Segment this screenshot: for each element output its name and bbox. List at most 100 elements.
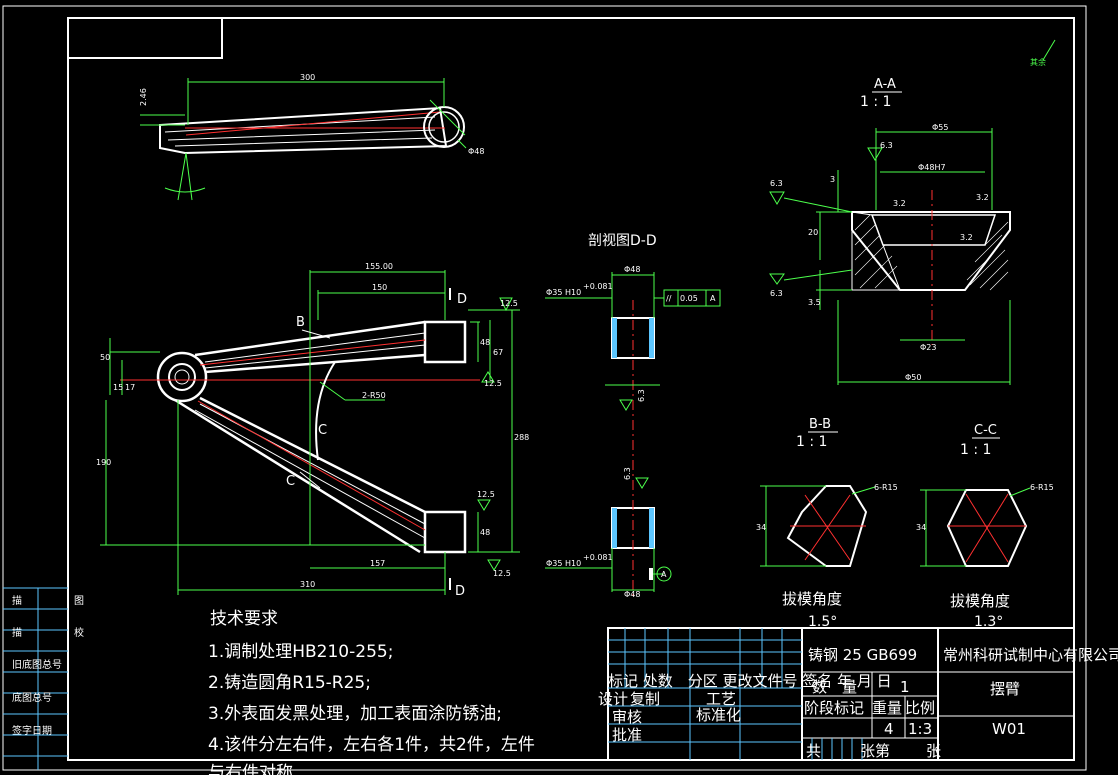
bb-h: 34 xyxy=(756,523,766,532)
tb-scale-label: 比例 xyxy=(905,699,935,717)
aa-rough-a: 6.3 xyxy=(880,141,893,150)
dim-thickness: 2.46 xyxy=(139,88,148,106)
bb-draft-value: 1.5° xyxy=(808,614,837,630)
aa-d50: Φ50 xyxy=(905,373,921,382)
cc-r: 6-R15 xyxy=(1030,483,1054,492)
top-view: 300 2.46 Φ48 xyxy=(139,73,484,201)
rough-3: 12.5 xyxy=(477,490,495,499)
dim-150: 150 xyxy=(372,283,387,292)
dim-288: 288 xyxy=(514,433,529,442)
dim-67: 67 xyxy=(493,348,503,357)
dim-r50: 2-R50 xyxy=(362,391,386,400)
dd-tol-bottom: +0.081 xyxy=(583,553,613,562)
tb-material: 铸钢 25 GB699 xyxy=(808,646,917,664)
dd-dia-top: Φ48 xyxy=(624,265,640,274)
cc-draft-value: 1.3° xyxy=(974,614,1003,630)
dim-157: 157 xyxy=(370,559,385,568)
aa-c32c: 3.2 xyxy=(960,233,973,242)
tech-item-3: 3.外表面发黑处理，加工表面涂防锈油; xyxy=(208,704,502,724)
tb-stage-label: 阶段标记 xyxy=(804,699,864,717)
tb-drawing-no: W01 xyxy=(992,720,1026,738)
side-trace: 描 xyxy=(12,626,22,639)
tb-scale-value: 1:3 xyxy=(908,720,932,738)
aa-rough-b: 6.3 xyxy=(770,179,783,188)
label-c2: C xyxy=(286,474,295,489)
dd-tol-top: +0.081 xyxy=(583,282,613,291)
tb-review-label: 复制 xyxy=(630,690,660,708)
tb-quantity: 1 xyxy=(900,678,910,696)
tech-item-1: 1.调制处理HB210-255; xyxy=(208,642,393,662)
section-dd: 剖视图D-D Φ48 Φ35 H10 +0.081 // 0.05 A 6.3 … xyxy=(545,233,721,600)
tb-design-label: 设计 xyxy=(598,690,628,708)
dd-rough-1: 6.3 xyxy=(637,389,646,402)
dim-48b: 48 xyxy=(480,528,490,537)
dd-dia-bottom: Φ48 xyxy=(624,590,640,599)
tb-rev-header: 标记 处数 分区 更改文件号 签名 年 月 日 xyxy=(608,672,892,690)
dd-rough-2: 6.3 xyxy=(623,467,632,480)
tech-heading: 技术要求 xyxy=(210,609,278,629)
dim-48a: 48 xyxy=(480,338,490,347)
bb-r: 6-R15 xyxy=(874,483,898,492)
side-base: 底图总号 xyxy=(12,691,52,704)
cc-scale: 1 : 1 xyxy=(960,442,991,458)
side-block-labels: 描 图 描 校 旧底图总号 底图总号 签字日期 xyxy=(12,594,84,737)
tb-sheet-label: 张 xyxy=(926,742,941,760)
tb-std-label: 标准化 xyxy=(696,706,741,724)
dim-310: 310 xyxy=(300,580,315,589)
aa-h20: 20 xyxy=(808,228,818,237)
tech-item-5: 与右件对称 xyxy=(208,763,293,775)
dd-fit-top: Φ35 H10 xyxy=(546,288,581,297)
tech-item-2: 2.铸造圆角R15-R25; xyxy=(208,673,371,693)
tb-part-name: 摆臂 xyxy=(990,680,1020,698)
inner-frame xyxy=(67,17,1075,761)
tb-process-label: 工艺 xyxy=(706,690,736,708)
tb-check-label: 审核 xyxy=(612,708,642,726)
tech-requirements: 技术要求 1.调制处理HB210-255; 2.铸造圆角R15-R25; 3.外… xyxy=(208,609,535,775)
dd-gdt-sym: // xyxy=(666,294,672,303)
tb-quantity-label: 数 量 xyxy=(812,678,857,696)
aa-h3: 3 xyxy=(830,175,835,184)
dd-fit-bottom: Φ35 H10 xyxy=(546,559,581,568)
label-c1: C xyxy=(318,423,327,438)
side-draw: 描 xyxy=(12,594,22,607)
outer-frame xyxy=(2,5,1087,771)
rough-2: 12.5 xyxy=(484,379,502,388)
corner-box xyxy=(67,17,223,59)
dim-bore: Φ48 xyxy=(468,147,484,156)
title-block: 铸钢 25 GB699 常州科研试制中心有限公司 摆臂 W01 数 量 1 阶段… xyxy=(598,627,1118,761)
cc-title: C-C xyxy=(974,423,997,438)
label-d2: D xyxy=(455,584,465,599)
dim-155: 155.00 xyxy=(365,262,393,271)
side-draw-2: 图 xyxy=(74,595,84,607)
tb-sheets-label: 张第 xyxy=(860,742,890,760)
section-aa: A-A 1 : 1 Φ55 Φ48H7 Φ50 Φ23 20 3.5 xyxy=(769,77,1011,385)
dd-datum: A xyxy=(661,570,667,579)
tb-stage-value: 4 xyxy=(884,720,894,738)
rough-4: 12.5 xyxy=(493,569,511,578)
dim-17: 17 xyxy=(125,383,135,392)
tb-company: 常州科研试制中心有限公司 xyxy=(943,646,1118,664)
dim-15: 15 xyxy=(113,383,123,392)
side-old-base: 旧底图总号 xyxy=(12,658,62,671)
aa-d48: Φ48H7 xyxy=(918,163,946,172)
tb-weight-label: 重量 xyxy=(872,699,902,717)
aa-scale: 1 : 1 xyxy=(860,94,891,110)
aa-c32b: 3.2 xyxy=(976,193,989,202)
bb-title: B-B xyxy=(809,417,831,432)
dim-300: 300 xyxy=(300,73,315,82)
dd-gdt-ref: A xyxy=(710,294,716,303)
corner-mark: 其余 xyxy=(1030,57,1046,67)
bb-draft-label: 拔模角度 xyxy=(782,590,842,608)
aa-d55: Φ55 xyxy=(932,123,948,132)
dim-190: 190 xyxy=(96,458,111,467)
label-b: B xyxy=(296,315,305,330)
aa-h35: 3.5 xyxy=(808,298,821,307)
dd-gdt-val: 0.05 xyxy=(680,294,698,303)
side-sign-date: 签字日期 xyxy=(12,724,52,737)
dim-50: 50 xyxy=(100,353,110,362)
cc-h: 34 xyxy=(916,523,926,532)
dd-title: 剖视图D-D xyxy=(588,233,657,249)
front-view: 155.00 150 50 15 17 190 48 67 288 48 157… xyxy=(96,262,529,599)
tb-approve-label: 批准 xyxy=(612,726,642,744)
